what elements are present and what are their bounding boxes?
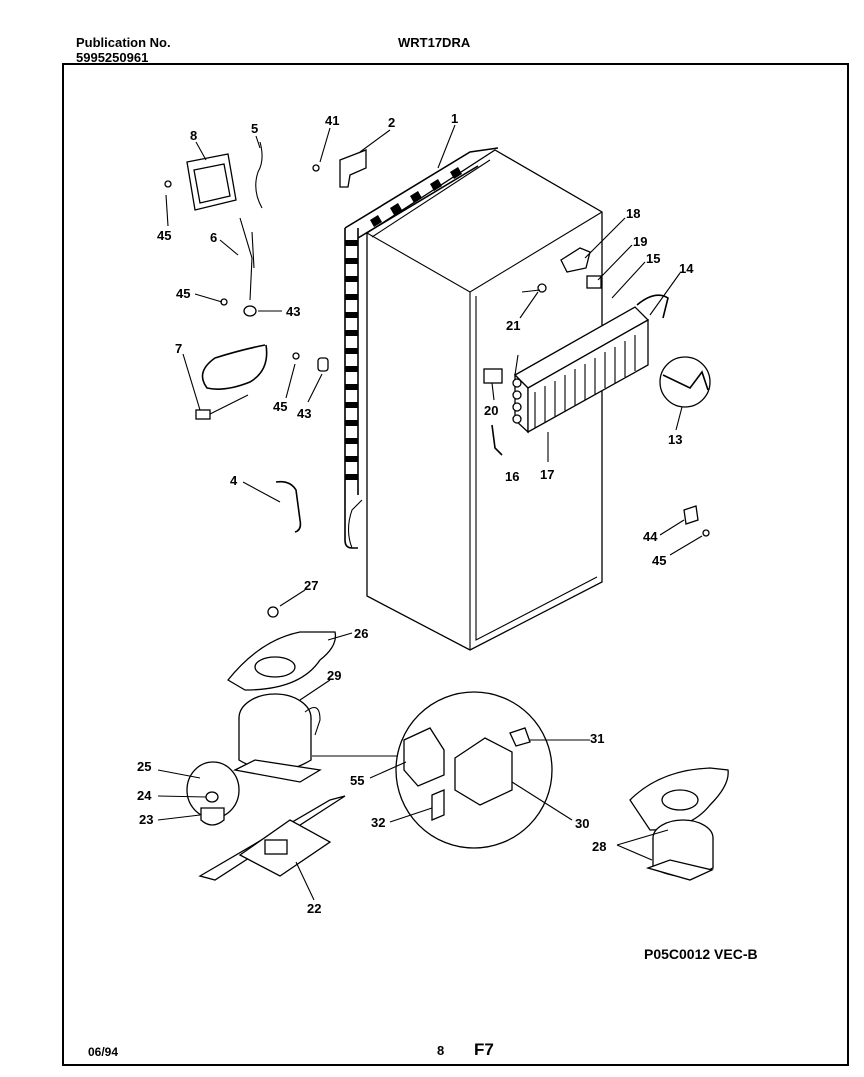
callout-14: 14 [679,261,694,276]
callout-32: 32 [371,815,385,830]
callout-45-c: 45 [273,399,287,414]
callout-55: 55 [350,773,364,788]
publication-number: 5995250961 [76,50,149,65]
callout-45-d: 45 [652,553,666,568]
evaporator-illustration [512,294,669,434]
leader-lines [157,124,703,901]
callout-43-b: 43 [297,406,311,421]
callout-6: 6 [210,230,217,245]
small-parts-right [483,247,710,537]
diagram-code: P05C0012 VEC-B [644,946,758,962]
callout-27: 27 [304,578,318,593]
callout-22: 22 [307,901,321,916]
callout-1: 1 [451,111,458,126]
callout-45-b: 45 [176,286,190,301]
callout-15: 15 [646,251,660,266]
footer-page-number: 8 [437,1043,445,1058]
callout-20: 20 [484,403,498,418]
callout-labels: 1 2 41 5 8 45 6 45 43 7 45 43 4 18 19 15… [137,111,694,916]
callout-41: 41 [325,113,339,128]
callout-29: 29 [327,668,341,683]
callout-31: 31 [590,731,604,746]
publication-label: Publication No. [76,35,171,50]
callout-18-a: 18 [626,206,640,221]
callout-21: 21 [506,318,520,333]
callout-13: 13 [668,432,682,447]
detail-circle-13 [659,356,711,408]
callout-44: 44 [643,529,658,544]
footer-figure-code: F7 [474,1040,494,1059]
callout-26: 26 [354,626,368,641]
callout-24: 24 [137,788,152,803]
callout-7: 7 [175,341,182,356]
compressor-alt-illustration [629,767,729,881]
page-border [62,63,849,1066]
small-parts-upper-left [164,141,367,533]
callout-23: 23 [139,812,153,827]
callout-2: 2 [388,115,395,130]
compressor-assembly [186,606,346,881]
callout-17: 17 [540,467,554,482]
callout-30: 30 [575,816,589,831]
callout-19: 19 [633,234,647,249]
callout-4: 4 [230,473,238,488]
callout-28: 28 [592,839,606,854]
footer-date: 06/94 [88,1045,119,1059]
callout-25: 25 [137,759,151,774]
callout-16: 16 [505,469,519,484]
model-number: WRT17DRA [398,35,471,50]
callout-5: 5 [251,121,258,136]
cabinet-illustration [344,147,603,651]
callout-43-a: 43 [286,304,300,319]
callout-45-a: 45 [157,228,171,243]
relay-detail-circle [312,691,553,849]
callout-8: 8 [190,128,197,143]
